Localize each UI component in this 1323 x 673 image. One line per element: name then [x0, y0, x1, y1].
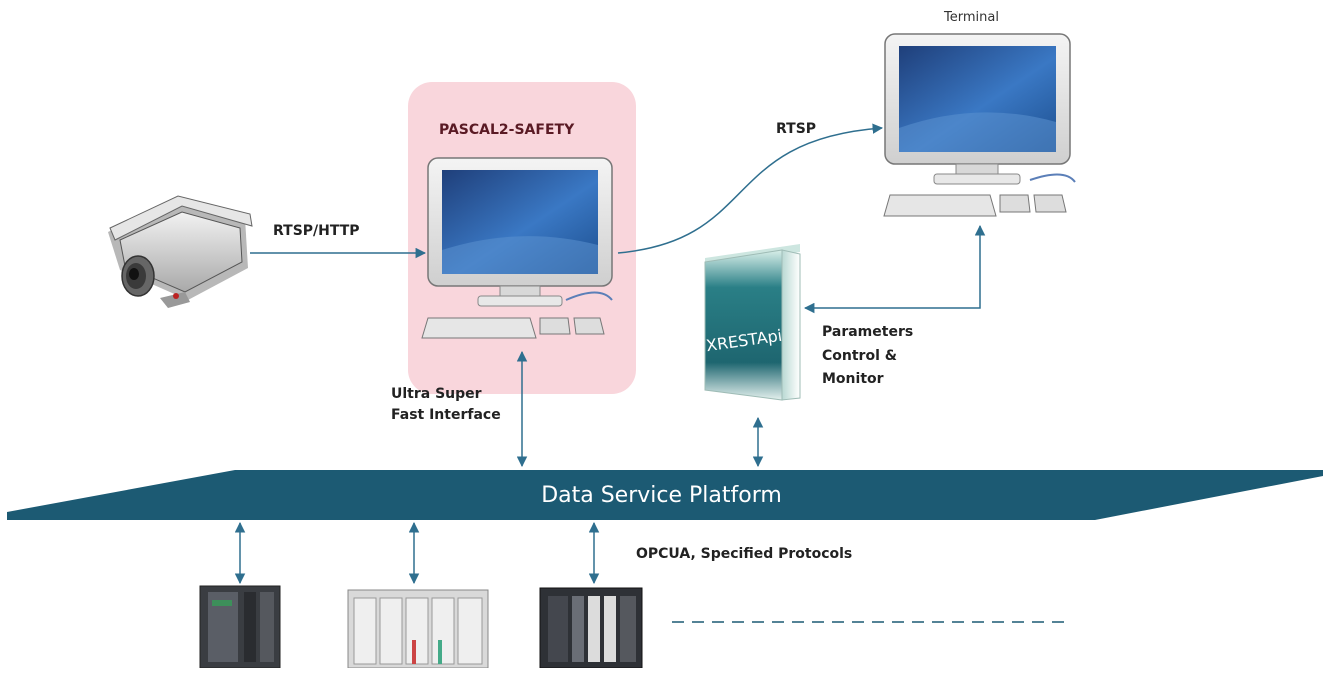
- platform-title: Data Service Platform: [541, 483, 782, 508]
- rtsp-label: RTSP: [776, 121, 817, 137]
- ultra-label-line1: Ultra Super: [391, 386, 482, 402]
- params-label-line3: Monitor: [822, 371, 884, 387]
- terminal-pc-icon: [883, 33, 1076, 217]
- plc-icon: [199, 585, 281, 669]
- pc-icon: [421, 157, 613, 339]
- server-title: PASCAL2-SAFETY: [439, 122, 575, 138]
- ultra-label-line2: Fast Interface: [391, 407, 501, 423]
- xrestapi-terminal-arrow: [803, 224, 986, 314]
- rtsp-arrow: [617, 123, 884, 254]
- data-service-platform-band: [7, 470, 1323, 520]
- software-box-icon: [704, 244, 801, 401]
- protocols-label: OPCUA, Specified Protocols: [636, 546, 853, 562]
- params-label-line1: Parameters: [822, 324, 914, 340]
- params-label-line2: Control &: [822, 348, 897, 364]
- camera-icon: [108, 195, 253, 308]
- plc-icon: [539, 587, 643, 669]
- plc-icon: [347, 589, 489, 669]
- rtsp-http-label: RTSP/HTTP: [273, 223, 360, 239]
- terminal-label: Terminal: [944, 10, 999, 25]
